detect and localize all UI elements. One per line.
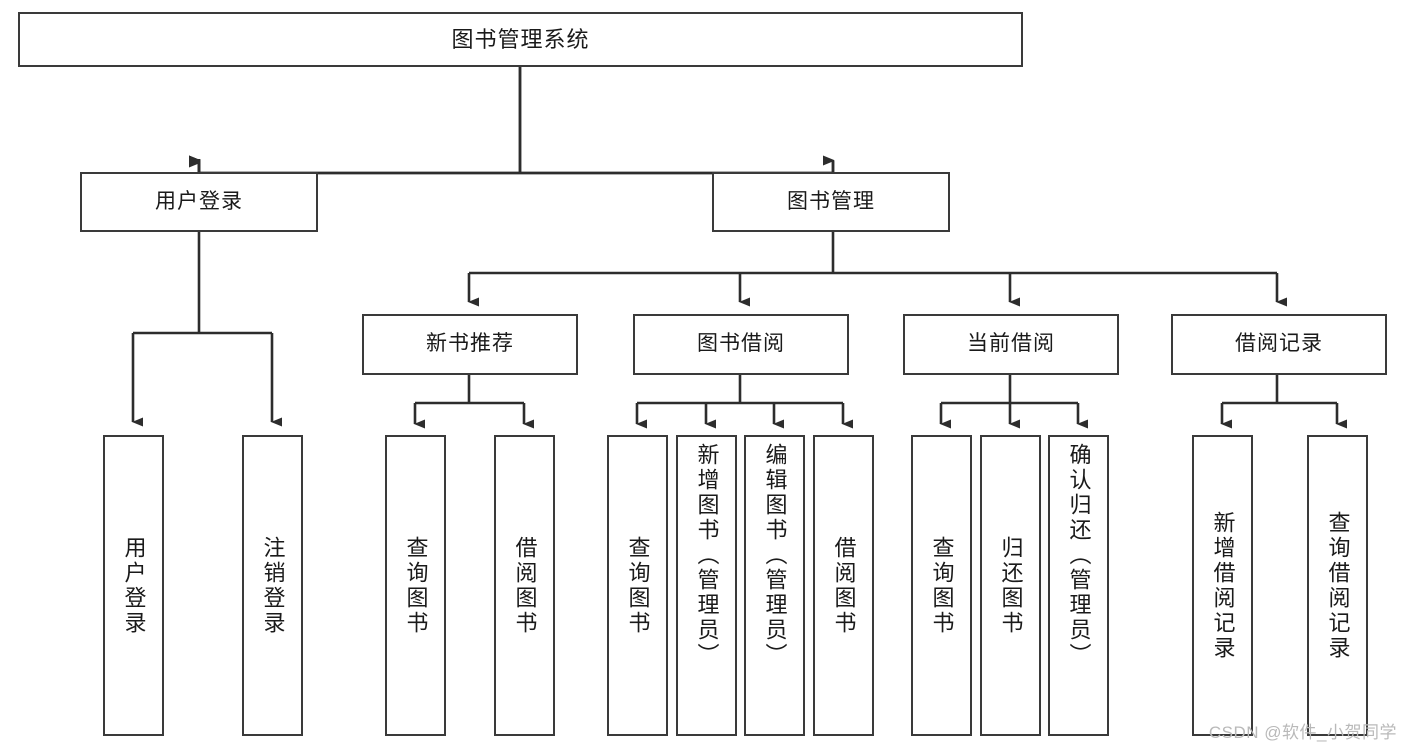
leaf-user-login-label: 用户登录 — [121, 535, 147, 636]
leaf-borrow-book-2[interactable]: 借阅图书 — [813, 435, 874, 736]
leaf-query-borrow-record[interactable]: 查询借阅记录 — [1307, 435, 1368, 736]
leaf-return-book-label: 归还图书 — [998, 535, 1024, 636]
edge-book-borrow-branch — [635, 375, 853, 429]
leaf-query-borrow-record-label: 查询借阅记录 — [1325, 510, 1351, 661]
leaf-logout-login[interactable]: 注销登录 — [242, 435, 303, 736]
node-new-book-recommend-label: 新书推荐 — [426, 332, 514, 356]
csdn-watermark: CSDN @软件_小贺同学 — [1208, 723, 1397, 742]
node-book-borrow-label: 图书借阅 — [697, 332, 785, 356]
node-user-login-label: 用户登录 — [155, 189, 243, 213]
leaf-query-book-1-label: 查询图书 — [403, 535, 429, 636]
node-borrow-record[interactable]: 借阅记录 — [1171, 314, 1387, 375]
leaf-borrow-book-1[interactable]: 借阅图书 — [494, 435, 555, 736]
edge-current-borrow-branch — [939, 375, 1088, 429]
leaf-edit-book-admin[interactable]: 编辑图书（管理员） — [744, 435, 805, 736]
leaf-confirm-return-admin[interactable]: 确认归还（管理员） — [1048, 435, 1109, 736]
leaf-add-borrow-record[interactable]: 新增借阅记录 — [1192, 435, 1253, 736]
leaf-query-book-3-label: 查询图书 — [929, 535, 955, 636]
node-user-login[interactable]: 用户登录 — [80, 172, 318, 232]
edge-root-to-children — [189, 67, 835, 175]
leaf-add-borrow-record-label: 新增借阅记录 — [1210, 510, 1236, 661]
edge-user-login-branch — [131, 232, 282, 427]
edge-borrow-record-branch — [1220, 375, 1347, 429]
leaf-return-book[interactable]: 归还图书 — [980, 435, 1041, 736]
leaf-add-book-admin-label: 新增图书（管理员） — [694, 443, 720, 668]
node-root-label: 图书管理系统 — [451, 26, 590, 52]
node-book-management[interactable]: 图书管理 — [712, 172, 950, 232]
leaf-borrow-book-1-label: 借阅图书 — [512, 535, 538, 636]
node-book-management-label: 图书管理 — [787, 189, 875, 213]
node-current-borrow-label: 当前借阅 — [967, 332, 1055, 356]
leaf-query-book-3[interactable]: 查询图书 — [911, 435, 972, 736]
leaf-query-book-1[interactable]: 查询图书 — [385, 435, 446, 736]
leaf-confirm-return-admin-label: 确认归还（管理员） — [1066, 443, 1092, 668]
leaf-query-book-2-label: 查询图书 — [625, 535, 651, 636]
node-root-book-management-system[interactable]: 图书管理系统 — [18, 12, 1023, 67]
leaf-edit-book-admin-label: 编辑图书（管理员） — [762, 443, 788, 668]
leaf-add-book-admin[interactable]: 新增图书（管理员） — [676, 435, 737, 736]
leaf-user-login[interactable]: 用户登录 — [103, 435, 164, 736]
node-borrow-record-label: 借阅记录 — [1235, 332, 1323, 356]
node-new-book-recommend[interactable]: 新书推荐 — [362, 314, 578, 375]
leaf-query-book-2[interactable]: 查询图书 — [607, 435, 668, 736]
leaf-logout-login-label: 注销登录 — [260, 535, 286, 636]
node-current-borrow[interactable]: 当前借阅 — [903, 314, 1119, 375]
edge-new-book-rec-branch — [413, 375, 534, 429]
edge-book-manage-branch — [467, 232, 1287, 307]
leaf-borrow-book-2-label: 借阅图书 — [831, 535, 857, 636]
edge-arrows-level2 — [189, 156, 835, 173]
node-book-borrow[interactable]: 图书借阅 — [633, 314, 849, 375]
edge-group-root — [189, 67, 833, 175]
